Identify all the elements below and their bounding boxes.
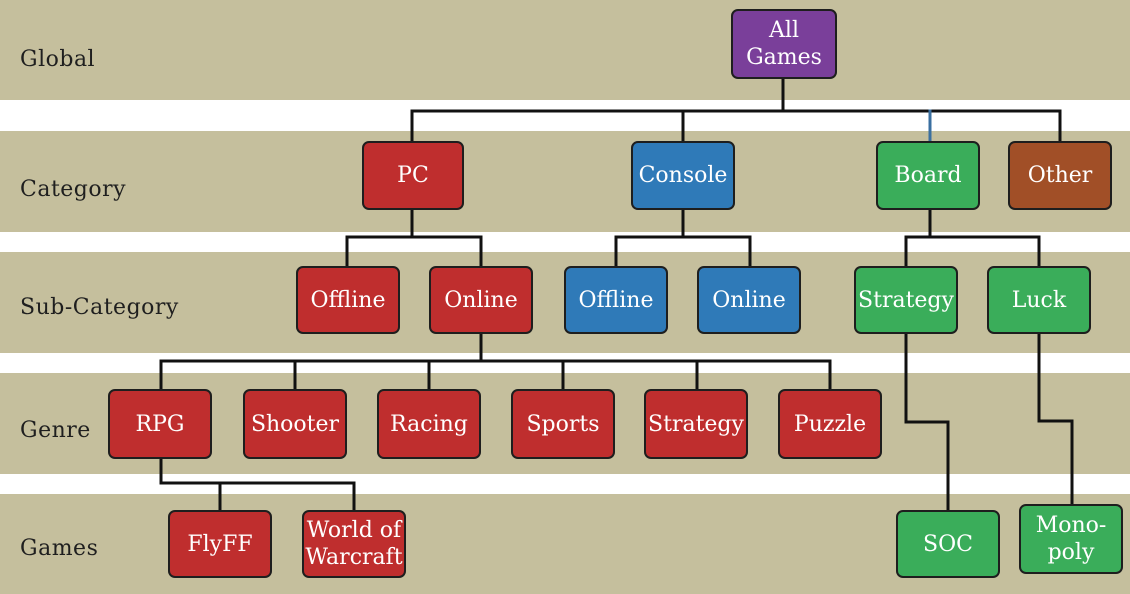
connector-to-soc (904, 331, 950, 512)
node-all-games[interactable]: All Games (731, 9, 837, 79)
level-label-sub-category: Sub-Category (20, 295, 179, 320)
node-pc-online[interactable]: Online (429, 266, 533, 334)
node-board-strategy[interactable]: Strategy (854, 266, 958, 334)
level-label-global: Global (20, 47, 96, 72)
node-puzzle[interactable]: Puzzle (778, 389, 882, 459)
node-pc-offline[interactable]: Offline (296, 266, 400, 334)
node-flyff[interactable]: FlyFF (168, 510, 272, 578)
node-genre-strategy[interactable]: Strategy (644, 389, 748, 459)
level-band-global (0, 0, 1130, 100)
node-console-offline[interactable]: Offline (564, 266, 668, 334)
connector-to-monopoly (1037, 331, 1074, 506)
node-other[interactable]: Other (1008, 141, 1112, 210)
node-board[interactable]: Board (876, 141, 980, 210)
node-world-of-warcraft[interactable]: World of Warcraft (302, 510, 406, 578)
level-label-games: Games (20, 536, 99, 561)
node-monopoly[interactable]: Mono- poly (1019, 504, 1123, 574)
node-console-online[interactable]: Online (697, 266, 801, 334)
level-label-category: Category (20, 177, 127, 202)
level-label-genre: Genre (20, 418, 91, 443)
node-racing[interactable]: Racing (377, 389, 481, 459)
node-sports[interactable]: Sports (511, 389, 615, 459)
node-shooter[interactable]: Shooter (243, 389, 347, 459)
node-board-luck[interactable]: Luck (987, 266, 1091, 334)
node-pc[interactable]: PC (362, 141, 464, 210)
node-soc[interactable]: SOC (896, 510, 1000, 578)
node-rpg[interactable]: RPG (108, 389, 212, 459)
node-console[interactable]: Console (631, 141, 735, 210)
